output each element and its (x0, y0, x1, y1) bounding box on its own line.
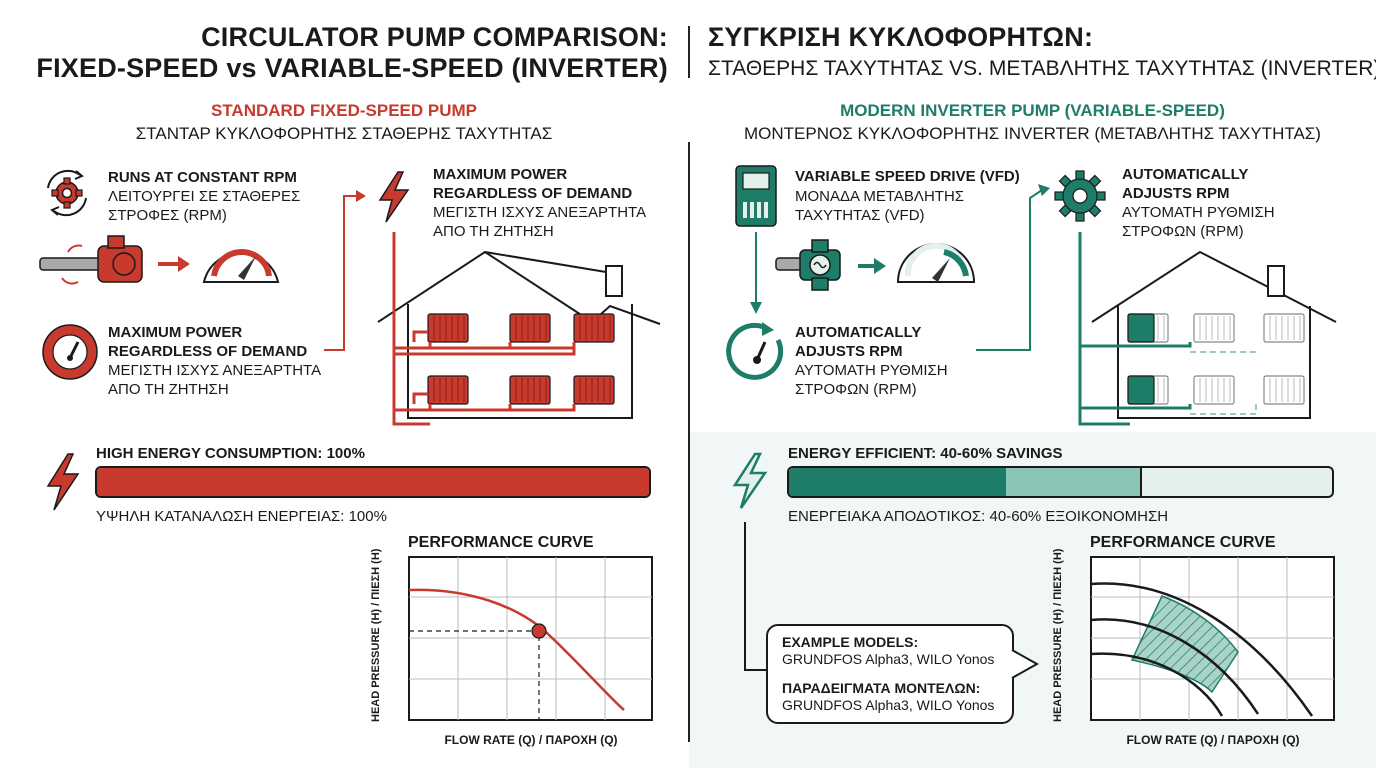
fixed-heading: STANDARD FIXED-SPEED PUMP (210, 101, 478, 120)
fixed-house-title-line2: REGARDLESS OF DEMAND (433, 185, 633, 202)
fixed-house-illustration (377, 232, 661, 426)
callout-models-gr: GRUNDFOS Alpha3, WILO Yonos (782, 697, 995, 713)
inverter-curve-x-label: FLOW RATE (Q) / ΠΑΡΟΧΗ (Q) (1126, 733, 1300, 747)
fixed-connector-arrow (324, 190, 366, 351)
vfd-gr-line1: ΜΟΝΑΔΑ ΜΕΤΑΒΛΗΤΗΣ (795, 188, 965, 205)
gear-icon (1054, 170, 1106, 222)
inverter-pump-illustration (775, 239, 976, 291)
adjust-gr-line2: ΣΤΡΟΦΩΝ (RPM) (795, 381, 917, 398)
inverter-energy-bar-dark (789, 468, 1007, 496)
inverter-house-title-line1: AUTOMATICALLY (1122, 166, 1249, 183)
callout-pointer (1011, 649, 1039, 679)
inverter-house-title-line2: ADJUSTS RPM (1122, 185, 1230, 202)
inverter-energy-bar-light (1006, 468, 1142, 496)
callout-title-gr: ΠΑΡΑΔΕΙΓΜΑΤΑ ΜΟΝΤΕΛΩΝ: (782, 680, 981, 696)
vfd-gr-line2: ΤΑΧΥΤΗΤΑΣ (VFD) (795, 207, 925, 224)
item1-gr-line1: ΛΕΙΤΟΥΡΓΕΙ ΣΕ ΣΤΑΘΕΡΕΣ (108, 188, 301, 205)
inverter-connector-arrow (976, 184, 1050, 351)
fixed-energy-label: HIGH ENERGY CONSUMPTION: 100% (96, 445, 365, 462)
inverter-curve-y-label: HEAD PRESSURE (H) / ΠΙΕΣΗ (H) (1052, 548, 1064, 722)
fixed-subheading: ΣΤΑΝΤΑΡ ΚΥΚΛΟΦΟΡΗΤΗΣ ΣΤΑΘΕΡΗΣ ΤΑΧΥΤΗΤΑΣ (135, 124, 553, 143)
center-divider (688, 142, 690, 742)
inverter-curve-title: PERFORMANCE CURVE (1090, 534, 1276, 551)
energy-lightning-outline-icon (732, 452, 768, 509)
fixed-pump-curve (408, 588, 625, 711)
item2-gr-line2: ΑΠΟ ΤΗ ΖΗΤΗΣΗ (108, 381, 229, 398)
fixed-house-title-line1: MAXIMUM POWER (433, 166, 568, 183)
fixed-performance-chart (408, 556, 653, 721)
inverter-energy-label-gr: ΕΝΕΡΓΕΙΑΚΑ ΑΠΟΔΟΤΙΚΟΣ: 40-60% ΕΞΟΙΚΟΝΟΜΗ… (788, 508, 1169, 525)
inverter-heading: MODERN INVERTER PUMP (VARIABLE-SPEED) (840, 101, 1225, 120)
item1-title: RUNS AT CONSTANT RPM (108, 169, 297, 186)
item2-title-line2: REGARDLESS OF DEMAND (108, 343, 308, 360)
adjust-title-line1: AUTOMATICALLY (795, 324, 922, 341)
fixed-house-gr-line1: ΜΕΓΙΣΤΗ ΙΣΧΥΣ ΑΝΕΞΑΡΤΗΤΑ (433, 204, 647, 221)
adjust-gr-line1: ΑΥΤΟΜΑΤΗ ΡΥΘΜΙΣΗ (795, 362, 948, 379)
lightning-icon (378, 171, 410, 223)
title-en-line1: CIRCULATOR PUMP COMPARISON: (201, 22, 668, 52)
vfd-down-arrow (750, 232, 762, 314)
fixed-energy-bar-fill (97, 468, 649, 496)
vfd-title: VARIABLE SPEED DRIVE (VFD) (795, 168, 1020, 185)
header-divider (688, 26, 690, 78)
speedometer-icon (42, 324, 98, 380)
example-models-callout: EXAMPLE MODELS: GRUNDFOS Alpha3, WILO Yo… (766, 624, 1014, 724)
inverter-operating-zone (1130, 595, 1239, 694)
fixed-curve-x-label: FLOW RATE (Q) / ΠΑΡΟΧΗ (Q) (444, 733, 618, 747)
inverter-house-gr-line2: ΣΤΡΟΦΩΝ (RPM) (1122, 223, 1244, 240)
inverter-house-illustration (1078, 232, 1337, 426)
callout-models: GRUNDFOS Alpha3, WILO Yonos (782, 651, 995, 667)
fixed-pump-illustration (39, 235, 280, 285)
energy-lightning-icon (46, 453, 80, 511)
item2-gr-line1: ΜΕΓΙΣΤΗ ΙΣΧΥΣ ΑΝΕΞΑΡΤΗΤΑ (108, 362, 322, 379)
callout-connector-line (744, 522, 768, 671)
fixed-curve-y-label: HEAD PRESSURE (H) / ΠΙΕΣΗ (H) (370, 548, 382, 722)
vfd-controller-icon (735, 165, 777, 227)
fixed-operating-point (531, 623, 547, 639)
title-gr-line2: ΣΤΑΘΕΡΗΣ ΤΑΧΥΤΗΤΑΣ VS. ΜΕΤΑΒΛΗΤΗΣ ΤΑΧΥΤΗ… (708, 57, 1376, 80)
inverter-energy-label: ENERGY EFFICIENT: 40-60% SAVINGS (788, 445, 1063, 462)
fixed-house-gr-line2: ΑΠΟ ΤΗ ΖΗΤΗΣΗ (433, 223, 554, 240)
inverter-performance-chart (1090, 556, 1335, 721)
adjust-title-line2: ADJUSTS RPM (795, 343, 903, 360)
fixed-energy-bar (95, 466, 651, 498)
item2-title-line1: MAXIMUM POWER (108, 324, 243, 341)
adjust-rpm-gauge-icon (726, 322, 784, 380)
item1-gr-line2: ΣΤΡΟΦΕΣ (RPM) (108, 207, 227, 224)
inverter-house-gr-line1: ΑΥΤΟΜΑΤΗ ΡΥΘΜΙΣΗ (1122, 204, 1275, 221)
title-en-line2: FIXED-SPEED vs VARIABLE-SPEED (INVERTER) (36, 53, 668, 83)
fixed-energy-label-gr: ΥΨΗΛΗ ΚΑΤΑΝΑΛΩΣΗ ΕΝΕΡΓΕΙΑΣ: 100% (96, 508, 387, 525)
inverter-subheading: ΜΟΝΤΕΡΝΟΣ ΚΥΚΛΟΦΟΡΗΤΗΣ INVERTER (ΜΕΤΑΒΛΗ… (744, 124, 1321, 143)
fixed-curve-title: PERFORMANCE CURVE (408, 534, 594, 551)
title-gr-line1: ΣΥΓΚΡΙΣΗ ΚΥΚΛΟΦΟΡΗΤΩΝ: (708, 22, 1094, 52)
rotating-gear-icon (47, 169, 87, 217)
inverter-energy-bar (787, 466, 1334, 498)
callout-title: EXAMPLE MODELS: (782, 634, 919, 650)
